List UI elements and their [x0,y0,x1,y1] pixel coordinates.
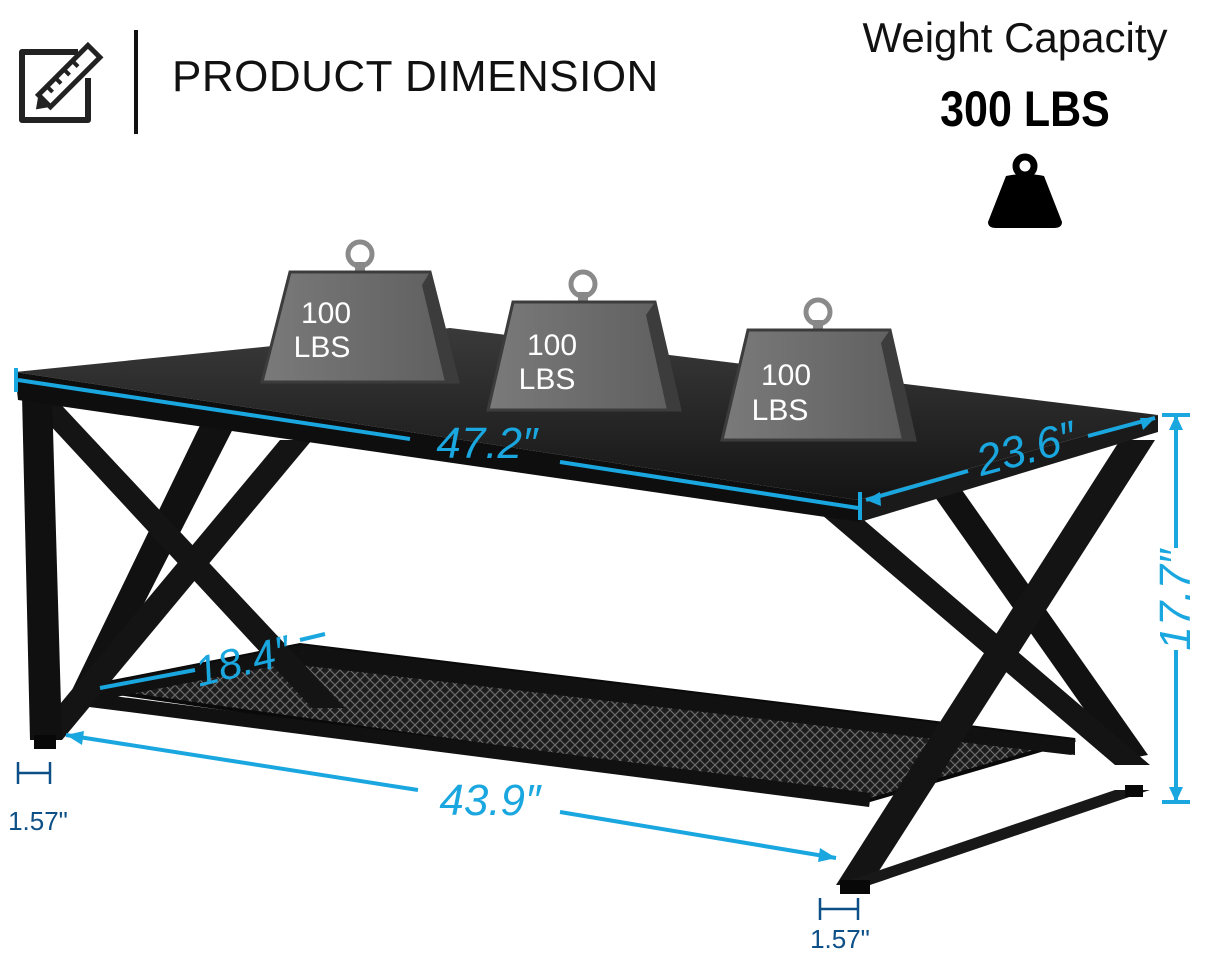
dim-base-length: 43.9″ [439,776,542,825]
weight-1-line1: 100 [301,297,351,330]
dim-foot-right: 1.57" [810,924,870,954]
weight-1: 100 LBS [260,239,460,384]
weight-3-line2: LBS [752,394,809,427]
weight-2-line1: 100 [527,329,577,362]
weight-2: 100 LBS [486,269,682,412]
front-right-leg [822,440,1155,894]
weight-3-line1: 100 [761,359,811,392]
lower-shelf [81,642,1076,807]
ruler-pencil-icon [19,41,104,123]
dim-top-length: 47.2″ [436,419,539,468]
weight-1-line2: LBS [294,331,351,364]
weight-icon [988,153,1062,228]
capacity-label: Weight Capacity [862,14,1168,61]
dimension-arrows [66,415,1183,862]
page-title: PRODUCT DIMENSION [172,52,659,101]
weight-2-line2: LBS [519,363,576,396]
front-left-leg [22,395,345,749]
weight-3: 100 LBS [720,297,917,442]
dim-foot-left: 1.57" [8,806,68,836]
back-legs [72,415,1148,760]
dimension-lines [14,368,1190,920]
capacity-value: 300 LBS [940,81,1110,137]
dim-height: 17.7″ [1151,548,1200,651]
header-divider [134,30,138,134]
